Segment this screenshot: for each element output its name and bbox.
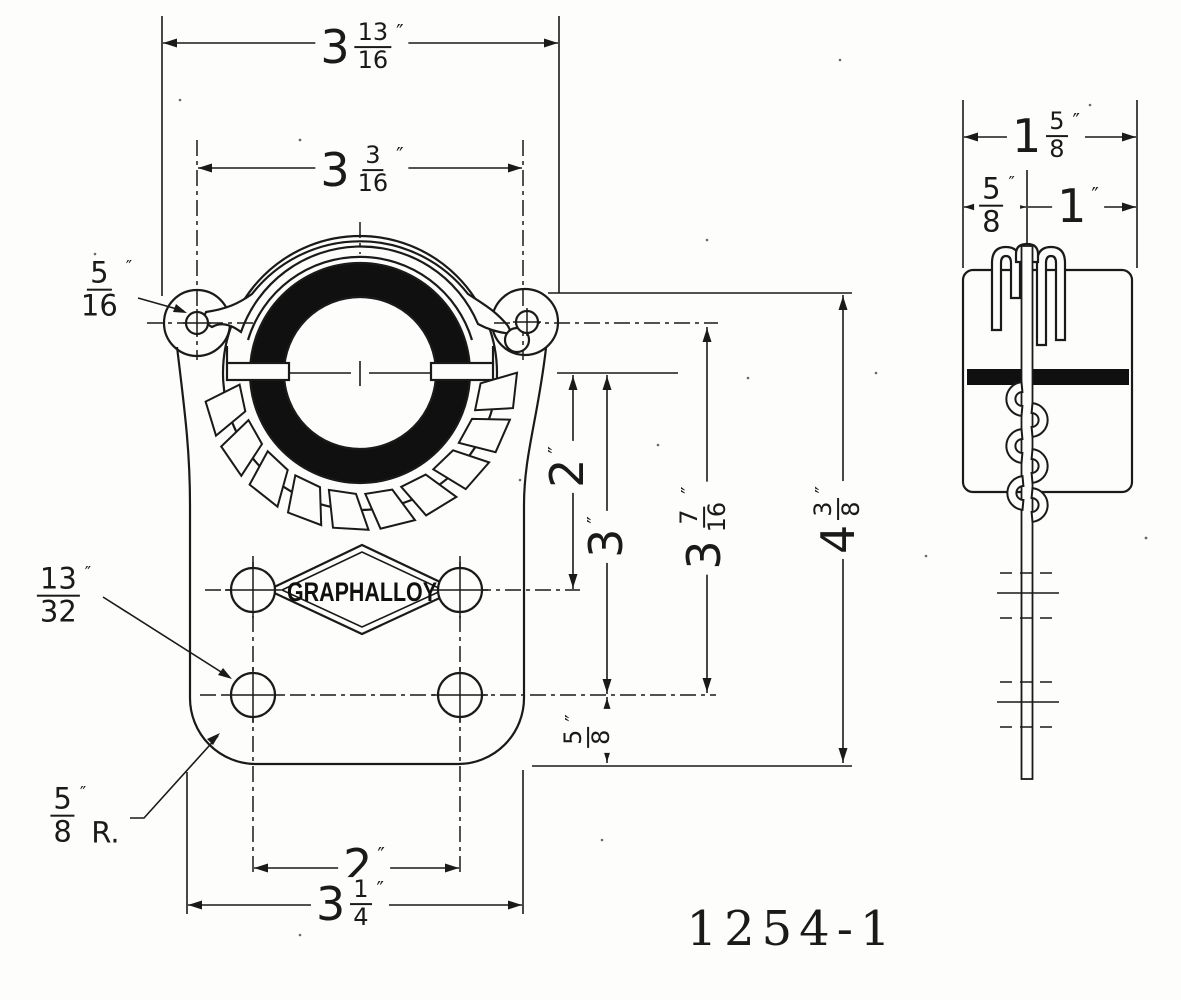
side-teeth-crescents (1005, 380, 1049, 524)
dim-center-to-upper-holes: 2 ″ (540, 441, 594, 493)
housing-inner-arc (246, 255, 474, 341)
dim-side-right-segment: 1 ″ (1052, 183, 1104, 229)
ear-holes (183, 308, 541, 337)
clamp-strap (203, 240, 514, 336)
serrated-teeth (204, 371, 519, 531)
side-graphite-band (967, 369, 1129, 385)
part-number: 1254-1 (686, 901, 898, 957)
strap-hook-right (1035, 245, 1067, 347)
bore-center-cross (287, 361, 434, 386)
scan-noise (93, 58, 1148, 937)
logo-text: GRAPHALLOY (287, 577, 437, 607)
logo-diamond: GRAPHALLOY (265, 543, 460, 636)
side-plate-centermarks (997, 572, 1059, 728)
bolt-holes (225, 562, 488, 723)
side-view (961, 100, 1138, 780)
dim-center-to-lower-holes: 3 ″ (579, 511, 633, 563)
strap-hook-left (990, 245, 1022, 332)
front-view: GRAPHALLOY (102, 16, 852, 914)
right-slot (429, 361, 495, 382)
leader-lines (102, 297, 232, 819)
plate-outline (175, 346, 548, 766)
left-slot (225, 361, 291, 382)
